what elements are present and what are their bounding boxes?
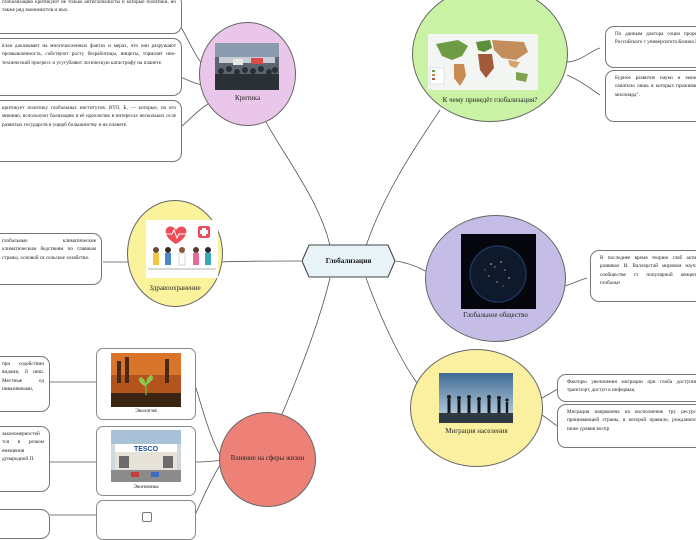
- spheres-label: Влияние на сферы жизни: [230, 455, 305, 462]
- society-label: Глобальное общество: [463, 311, 528, 319]
- future-card-1: По данным доктора социо проректора Росси…: [605, 26, 696, 68]
- migration-card-2: Миграция направлена на восполнение тру р…: [557, 404, 696, 448]
- earth-at-night-image: [461, 234, 536, 309]
- migration-image: [439, 373, 513, 423]
- healthcare-illustration: [146, 220, 218, 278]
- criticism-card-3: критикует политику глобальных институтов…: [0, 100, 182, 162]
- society-card-text: В последнее время теорию глоб активно ра…: [600, 255, 696, 286]
- economy-card-text: закономерностей тся в резком емещения ду…: [2, 431, 44, 462]
- central-node-label: Глобализация: [325, 257, 372, 265]
- migration-card-1: Факторы увеличения миграции при глоба до…: [557, 374, 696, 402]
- connector-society-card: [564, 277, 588, 287]
- health-card-text: глобальные климатические климатическим б…: [2, 238, 96, 261]
- spheres-node[interactable]: [219, 412, 316, 507]
- economy-image: TESCO: [111, 430, 181, 482]
- connector-spheres-third: [194, 461, 223, 516]
- svg-text:TESCO: TESCO: [134, 446, 159, 453]
- health-card: глобальные климатические климатическим б…: [0, 233, 102, 285]
- connector-central-criticism: [264, 119, 331, 247]
- ecology-card-text: при содействии видами, й ниш. Местные ед…: [2, 361, 44, 392]
- criticism-card-2-text: ёлли доказывает на многочисленных фактах…: [2, 43, 176, 66]
- third-sphere-card: [0, 509, 50, 539]
- future-card-1-text: По данным доктора социо проректора Росси…: [615, 31, 696, 46]
- health-label: Здравоохранение: [149, 284, 201, 292]
- connector-central-future: [365, 109, 441, 247]
- central-node-shape[interactable]: [301, 244, 396, 278]
- criticism-card-1-text: глобализацию критикуют не только антигло…: [2, 0, 176, 14]
- economy-card: закономерностей тся в резком емещения ду…: [0, 426, 50, 492]
- criticism-card-3-text: критикует политику глобальных институтов…: [2, 105, 176, 128]
- migration-label: Миграция населения: [445, 427, 508, 435]
- third-sphere-icon: [142, 512, 152, 522]
- connector-lines: [50, 17, 601, 516]
- criticism-card-2: ёлли доказывает на многочисленных фактах…: [0, 38, 182, 96]
- connector-future-card1: [566, 47, 601, 63]
- criticism-label: Критика: [234, 94, 261, 102]
- future-label: К чему приведёт глобализация?: [442, 96, 538, 104]
- future-card-2: Бурное развитие науки и экономики охвати…: [605, 70, 696, 122]
- economy-label: Экономика: [133, 484, 159, 490]
- ecology-card: при содействии видами, й ниш. Местные ед…: [0, 356, 50, 412]
- connector-future-card2: [566, 74, 601, 96]
- migration-card-1-text: Факторы увеличения миграции при глоба до…: [567, 379, 696, 394]
- world-map-image: [428, 34, 538, 90]
- society-card: В последнее время теорию глоб активно ра…: [590, 250, 696, 302]
- ecology-image: [111, 353, 181, 407]
- ecology-label: Экология: [135, 408, 157, 414]
- migration-card-2-text: Миграция направлена на восполнение тру р…: [567, 409, 696, 432]
- protest-crowd-image: [215, 43, 279, 90]
- connector-central-health: [221, 260, 302, 263]
- connector-spheres-ecology: [194, 384, 223, 459]
- connector-spheres-economy: [194, 459, 223, 463]
- criticism-card-1: глобализацию критикуют не только антигло…: [0, 0, 182, 34]
- future-card-2-text: Бурное развитие науки и экономики охвати…: [615, 75, 696, 98]
